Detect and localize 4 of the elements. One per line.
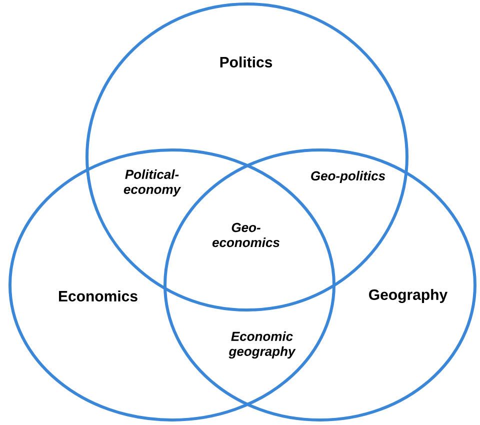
- region-label: Political-economy: [124, 169, 182, 197]
- region-label: Geo-economics: [212, 222, 280, 248]
- region-label: Economic geography: [228, 331, 296, 359]
- region-label: Geo-politics: [311, 170, 386, 184]
